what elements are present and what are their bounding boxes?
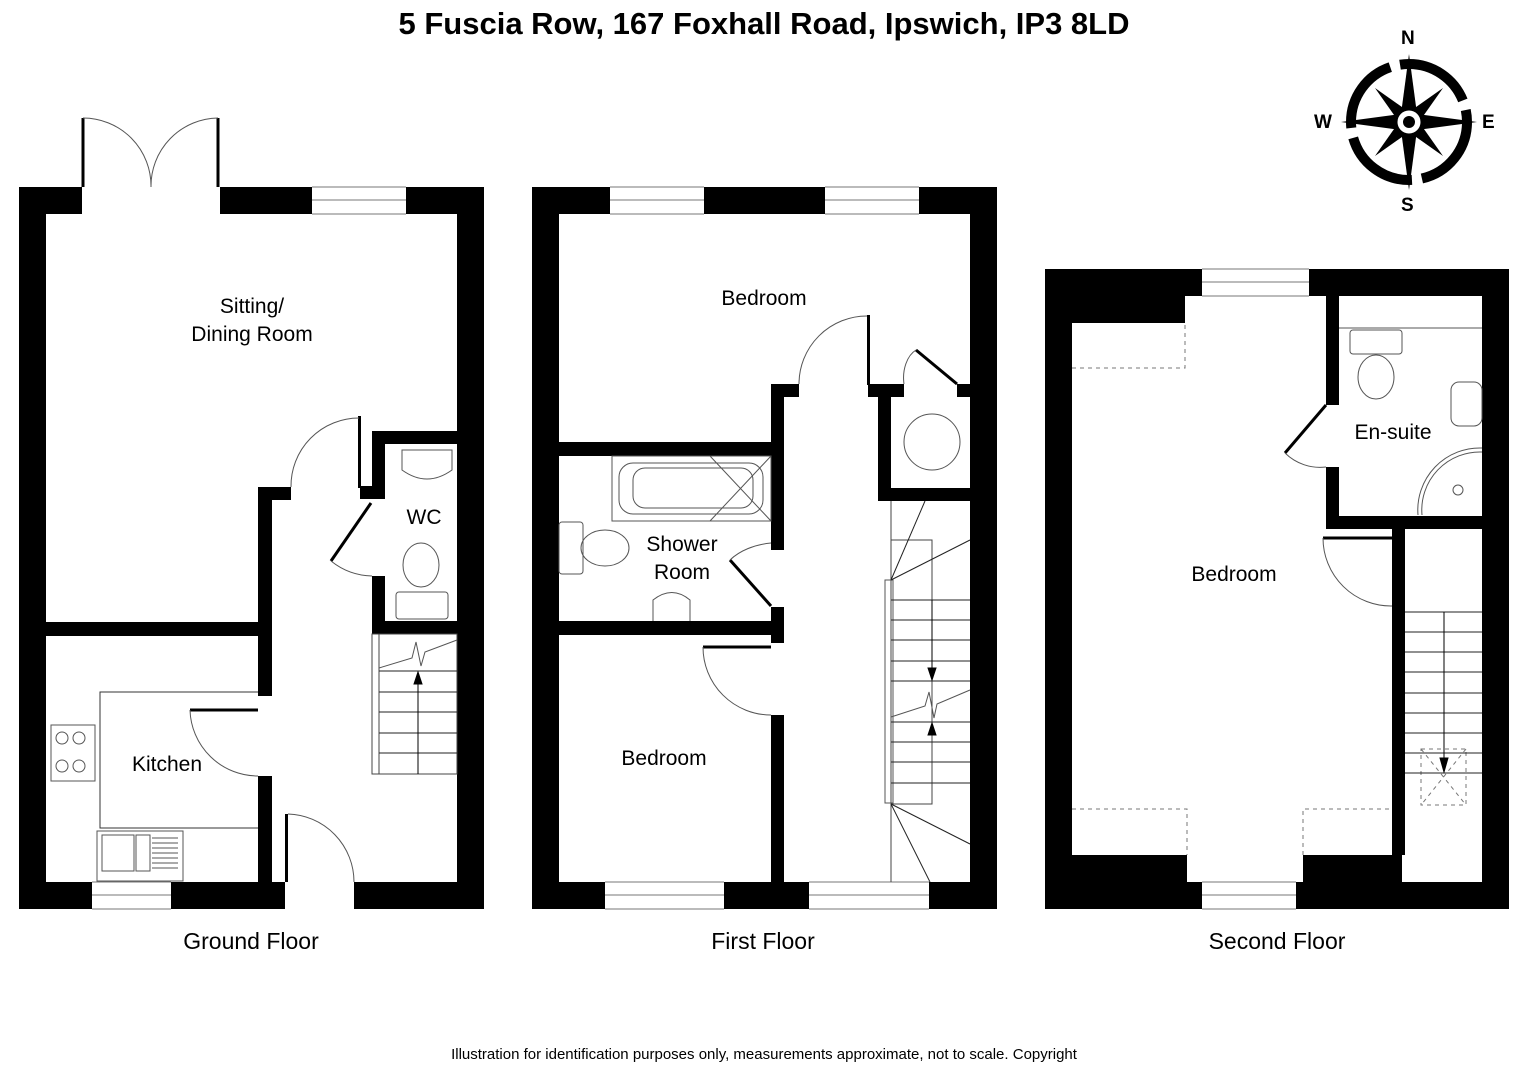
- room-label-bedroom-3: Bedroom: [1191, 563, 1277, 586]
- room-label-bedroom-2: Bedroom: [621, 747, 707, 770]
- first-floor-plan: [532, 187, 997, 909]
- room-label-sitting-dining: Sitting/ Dining Room: [191, 293, 312, 349]
- room-label-line: Dining Room: [191, 323, 313, 346]
- compass-rose-icon: [1341, 54, 1477, 190]
- floor-label-first: First Floor: [711, 928, 815, 954]
- floor-label-second: Second Floor: [1208, 928, 1346, 954]
- room-label-shower-room: Shower Room: [646, 531, 717, 587]
- room-label-line: Room: [653, 561, 711, 584]
- room-label-kitchen: Kitchen: [131, 753, 203, 776]
- second-floor-plan: [1045, 269, 1509, 909]
- room-label-bedroom-1: Bedroom: [721, 287, 807, 310]
- floor-label-ground: Ground Floor: [183, 928, 319, 954]
- compass-south-label: S: [1401, 195, 1414, 216]
- room-label-line: Shower: [646, 533, 718, 556]
- compass-west-label: W: [1314, 112, 1332, 133]
- property-address-title: 5 Fuscia Row, 167 Foxhall Road, Ipswich,…: [398, 6, 1130, 41]
- compass-north-label: N: [1401, 28, 1415, 49]
- room-label-en-suite: En-suite: [1354, 421, 1432, 444]
- compass-east-label: E: [1482, 112, 1495, 133]
- ground-floor-plan: [19, 187, 484, 909]
- room-label-line: Sitting/: [219, 295, 285, 318]
- disclaimer-text: Illustration for identification purposes…: [451, 1046, 1077, 1063]
- room-label-wc: WC: [406, 506, 442, 529]
